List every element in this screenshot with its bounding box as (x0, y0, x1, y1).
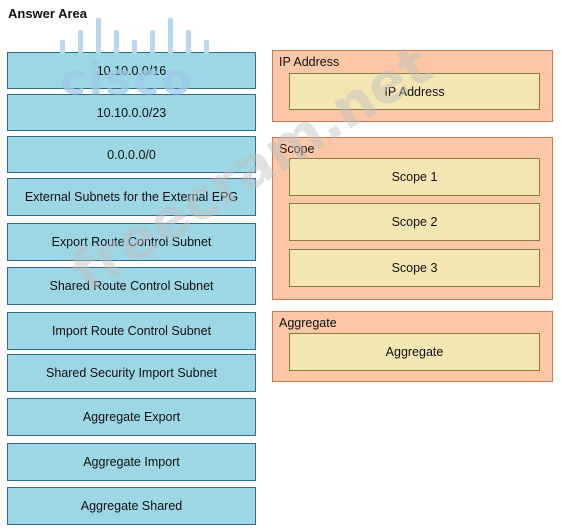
scope-slot-1[interactable]: Scope 1 (289, 158, 540, 196)
option-external-subnets[interactable]: External Subnets for the External EPG (7, 178, 256, 216)
scope-zone-label: Scope (279, 142, 315, 156)
scope-slot-2[interactable]: Scope 2 (289, 203, 540, 241)
option-aggregate-shared[interactable]: Aggregate Shared (7, 487, 256, 525)
aggregate-slot[interactable]: Aggregate (289, 333, 540, 371)
answer-area-title: Answer Area (8, 6, 87, 21)
option-10-10-0-0-23[interactable]: 10.10.0.0/23 (7, 94, 256, 131)
option-aggregate-export[interactable]: Aggregate Export (7, 398, 256, 436)
option-shared-security-import-subnet[interactable]: Shared Security Import Subnet (7, 354, 256, 392)
scope-zone: Scope Scope 1 Scope 2 Scope 3 (272, 137, 553, 300)
ip-address-zone-label: IP Address (279, 55, 340, 69)
option-export-route-control-subnet[interactable]: Export Route Control Subnet (7, 223, 256, 261)
ip-address-slot[interactable]: IP Address (289, 73, 540, 110)
option-10-10-0-0-16[interactable]: 10.10.0.0/16 (7, 52, 256, 89)
option-import-route-control-subnet[interactable]: Import Route Control Subnet (7, 312, 256, 350)
aggregate-zone: Aggregate Aggregate (272, 311, 553, 382)
option-shared-route-control-subnet[interactable]: Shared Route Control Subnet (7, 267, 256, 305)
ip-address-zone: IP Address IP Address (272, 50, 553, 122)
option-aggregate-import[interactable]: Aggregate Import (7, 443, 256, 481)
aggregate-zone-label: Aggregate (279, 316, 337, 330)
option-0-0-0-0-0[interactable]: 0.0.0.0/0 (7, 136, 256, 173)
scope-slot-3[interactable]: Scope 3 (289, 249, 540, 287)
